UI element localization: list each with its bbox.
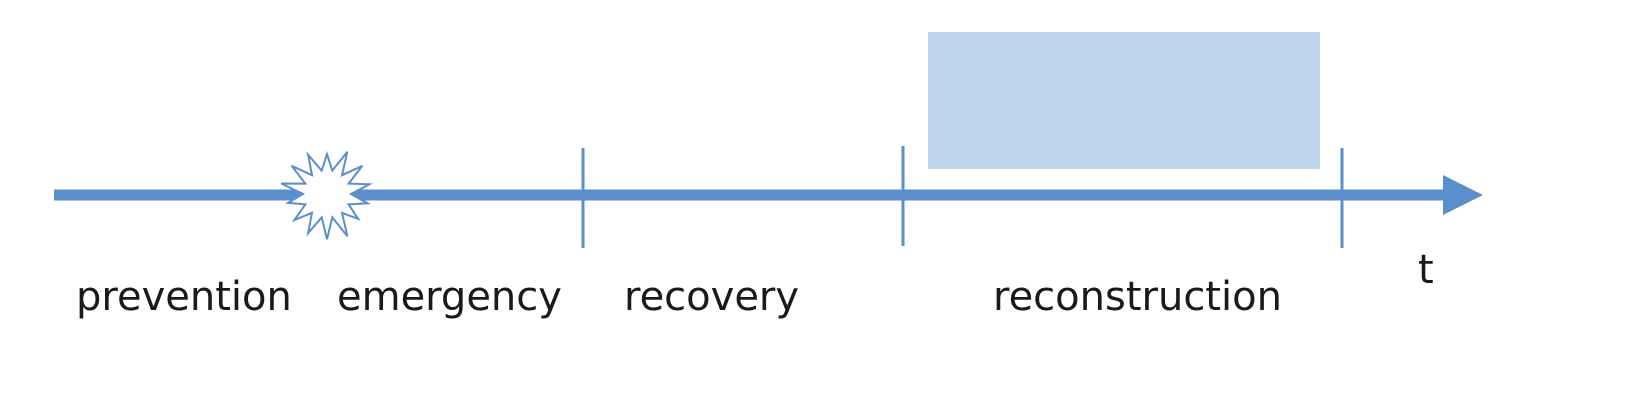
- arrowhead-icon: [1443, 175, 1483, 215]
- time-axis-label: t: [1418, 247, 1434, 293]
- reconstruction-highlight-block: [928, 32, 1320, 169]
- phase-label-recovery: recovery: [624, 274, 799, 320]
- phase-label-reconstruction: reconstruction: [993, 274, 1282, 320]
- phase-label-emergency: emergency: [337, 274, 562, 320]
- explosion-burst-icon: [280, 150, 374, 240]
- phase-label-prevention: prevention: [76, 274, 292, 320]
